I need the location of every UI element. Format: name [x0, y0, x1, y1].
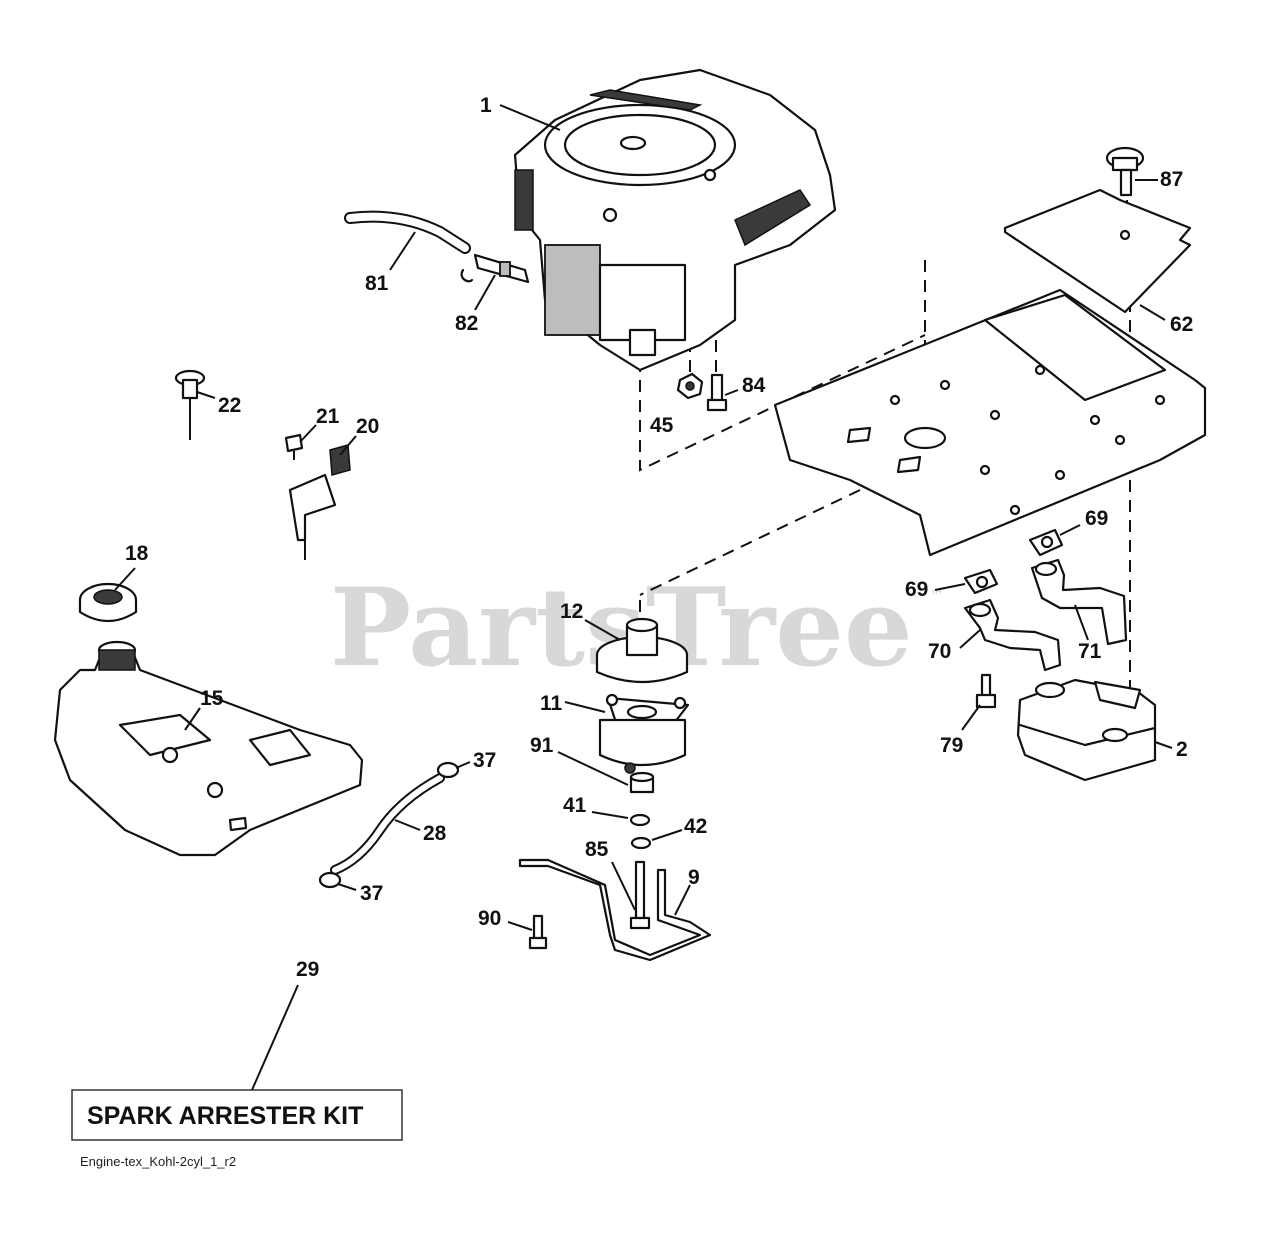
spark-arrester-kit-box[interactable]: SPARK ARRESTER KIT: [71, 1089, 403, 1141]
watermark-trademark: ™: [930, 588, 944, 604]
callout-20: 20: [356, 415, 379, 438]
fuel-fitting-82[interactable]: [460, 253, 530, 284]
callout-91: 91: [530, 734, 554, 757]
pulley-12[interactable]: [595, 617, 689, 684]
bolt-22[interactable]: [174, 369, 206, 440]
leader-69b: [934, 583, 966, 591]
gasket-69-upper[interactable]: [1028, 528, 1064, 557]
leader-20: [339, 435, 357, 456]
callout-29: 29: [296, 958, 319, 981]
callout-85: 85: [585, 838, 609, 861]
leader-71: [1074, 604, 1089, 641]
leader-82: [474, 274, 496, 311]
leader-18: [114, 567, 136, 591]
callout-71: 71: [1078, 640, 1102, 663]
screw-21[interactable]: [284, 433, 304, 460]
washer-42[interactable]: [630, 836, 652, 850]
leader-1: [499, 104, 561, 131]
leader-42: [651, 829, 683, 841]
callout-81: 81: [365, 272, 389, 295]
callout-18: 18: [125, 542, 149, 565]
fuel-cap-18[interactable]: [78, 582, 138, 623]
bolt-79[interactable]: [975, 673, 997, 709]
leader-22: [196, 391, 216, 399]
callout-37-top: 37: [473, 749, 496, 772]
leader-85: [611, 861, 636, 911]
callout-69-upper: 69: [1085, 507, 1108, 530]
leader-37a: [455, 761, 471, 769]
leader-29: [251, 984, 299, 1091]
callout-82: 82: [455, 312, 478, 335]
callout-11: 11: [540, 692, 563, 715]
throttle-bracket-20[interactable]: [288, 444, 351, 560]
leader-90: [507, 921, 533, 931]
bolt-84[interactable]: [706, 373, 728, 412]
clamp-37-top[interactable]: [436, 761, 460, 779]
washer-41[interactable]: [629, 813, 651, 827]
callout-2: 2: [1176, 738, 1188, 761]
callout-79: 79: [940, 734, 963, 757]
callout-62: 62: [1170, 313, 1193, 336]
callout-12: 12: [560, 600, 583, 623]
bolt-90[interactable]: [528, 914, 548, 950]
callout-42: 42: [684, 815, 707, 838]
leader-15: [184, 707, 201, 731]
callout-1: 1: [480, 94, 492, 117]
leader-41: [591, 811, 629, 819]
fuel-line-81[interactable]: [344, 210, 471, 254]
drawing-reference: Engine-tex_Kohl-2cyl_1_r2: [80, 1154, 236, 1169]
spark-arrester-kit-label: SPARK ARRESTER KIT: [87, 1102, 363, 1130]
leader-62: [1139, 304, 1166, 321]
callout-70: 70: [928, 640, 951, 663]
fuel-tank-15[interactable]: [53, 640, 364, 857]
spacer-91[interactable]: [629, 771, 655, 794]
leader-69a: [1059, 524, 1081, 536]
leader-12: [584, 619, 621, 641]
knob-87[interactable]: [1105, 146, 1145, 197]
callout-90: 90: [478, 907, 501, 930]
callout-41: 41: [563, 794, 587, 817]
bracket-9[interactable]: [518, 858, 712, 962]
leader-91: [557, 751, 629, 786]
shield-plate-62[interactable]: [1003, 188, 1192, 314]
fuel-hose-28[interactable]: [330, 773, 445, 875]
clamp-37-bottom[interactable]: [318, 871, 342, 889]
leader-37b: [337, 883, 357, 891]
callout-87: 87: [1160, 168, 1183, 191]
leader-2: [1154, 741, 1173, 749]
gasket-69-lower[interactable]: [963, 568, 999, 595]
leader-9: [674, 884, 691, 916]
callout-37-bottom: 37: [360, 882, 383, 905]
callout-69-lower: 69: [905, 578, 928, 601]
chassis-frame[interactable]: [773, 288, 1207, 557]
bolt-85[interactable]: [629, 860, 651, 930]
callout-9: 9: [688, 866, 700, 889]
clutch-11[interactable]: [598, 693, 690, 774]
callout-45: 45: [650, 414, 674, 437]
leader-11: [564, 701, 606, 713]
leader-79: [961, 704, 981, 731]
leader-28: [394, 819, 421, 831]
engine-part[interactable]: [513, 68, 837, 372]
callout-28: 28: [423, 822, 447, 845]
exhaust-pipe-70[interactable]: [963, 598, 1062, 672]
leader-70: [959, 629, 981, 649]
exhaust-pipe-71[interactable]: [1030, 558, 1128, 646]
leader-21: [299, 424, 317, 443]
callout-22: 22: [218, 394, 241, 417]
callout-15: 15: [200, 687, 224, 710]
callout-84: 84: [742, 374, 766, 397]
nut-45[interactable]: [676, 372, 704, 400]
leader-81: [389, 231, 416, 271]
muffler-2[interactable]: [1016, 678, 1157, 782]
leader-84: [724, 389, 739, 396]
callout-21: 21: [316, 405, 340, 428]
